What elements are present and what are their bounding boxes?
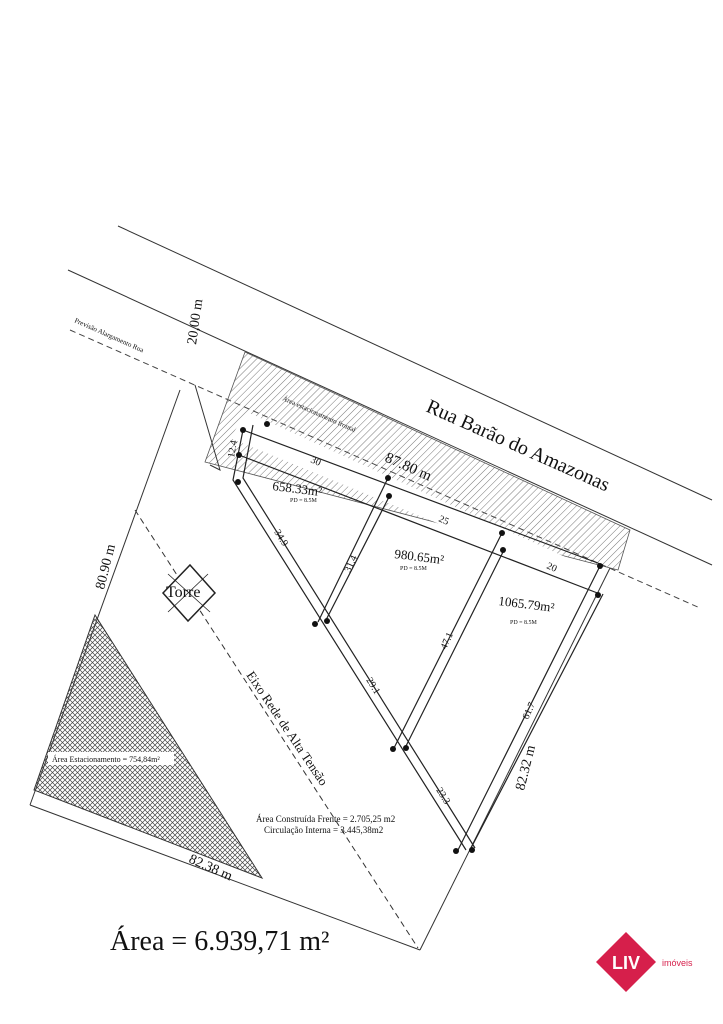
lot-1-area: 658.33m² [272,478,323,499]
left-side-length: 80.90 m [93,543,119,591]
survey-points [235,421,603,854]
street-line-top [117,225,713,501]
dim-31-4: 31.4 [343,554,360,574]
lot-lines [232,424,604,851]
circulation-label: Circulação Interna = 3.445,38m2 [264,825,383,835]
land-outline [194,384,221,471]
tower-label: Torre [166,584,200,601]
logo-diamond-icon [596,932,656,992]
widening-note: Previsão Alargamento Rua [73,317,146,355]
power-line-axis [134,509,419,949]
lot-3-pd: PD = 8.5M [510,620,538,626]
dim-25: 25 [437,514,451,528]
total-area: Área = 6.939,71 m² [110,926,330,957]
street-line-middle [67,269,713,566]
dim-12-4: 12.4 [226,439,240,458]
built-area-label: Área Construída Frente = 2.705,25 m2 [256,814,395,824]
lot-3-area: 1065.79m² [498,593,556,615]
lot-2-pd: PD = 8.5M [400,566,428,572]
parking-label-bg [48,752,174,765]
right-side-length: 82.32 m [513,744,539,792]
power-line-label: Eixo Rede de Alta Tensão [244,668,332,788]
bottom-boundary [29,804,421,951]
logo-mark: LIV [612,953,640,973]
tower-diagonal-b [167,573,209,613]
dim-47-1: 47.1 [439,631,456,651]
tower-diagonal-a [167,573,211,613]
dim-20: 20 [545,561,559,575]
right-boundary [419,567,611,951]
dim-29-1: 29.1 [363,676,382,697]
dim-30: 30 [309,455,323,469]
frontal-parking-strip [204,351,631,571]
lot-1-pd: PD = 8.5M [290,498,318,504]
lot-2-area: 980.65m² [394,546,445,567]
frontal-inner-white [230,412,605,590]
logo-brand: imóveis [662,958,693,968]
parking-area-label: Área Estacionamento = 754,84m² [52,754,160,764]
liv-logo: LIV imóveis [596,932,693,992]
street-width: 20,00 m [185,298,206,346]
parking-triangle [33,613,264,880]
